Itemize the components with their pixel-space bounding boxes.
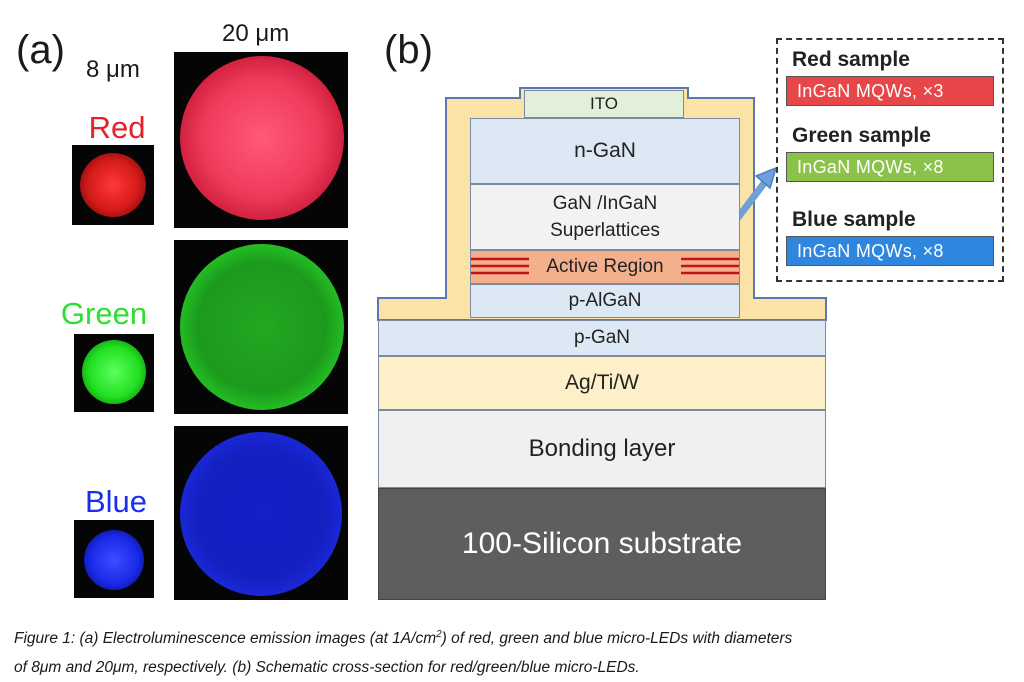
figure-caption: Figure 1: (a) Electroluminescence emissi… (14, 620, 1014, 682)
layer-substrate: 100-Silicon substrate (378, 488, 826, 600)
label-blue: Blue (84, 484, 148, 519)
size-label-8um: 8 μm (86, 56, 140, 83)
caption-superscript: 2 (436, 629, 442, 640)
size-label-20um: 20 μm (222, 20, 290, 47)
legend-green-title: Green sample (792, 124, 931, 147)
superlattice-line-1: GaN /InGaN (552, 193, 658, 214)
caption-line-1: Figure 1: (a) Electroluminescence emissi… (14, 620, 1014, 653)
legend-box: Red sample InGaN MQWs, ×3 Green sample I… (776, 38, 1004, 282)
legend-green-chip: InGaN MQWs, ×8 (786, 152, 994, 182)
arrow-head (754, 166, 778, 190)
micro-led-green-8um (74, 334, 154, 412)
superlattice-line-2: Superlattices (550, 220, 660, 241)
micro-led-green-20um (174, 240, 348, 414)
layer-p-gan: p-GaN (378, 320, 826, 356)
micro-led-blue-8um (74, 520, 154, 598)
legend-blue-title: Blue sample (792, 208, 916, 231)
caption-part-1: Figure 1: (a) Electroluminescence emissi… (14, 630, 437, 648)
panel-a-label: (a) (16, 28, 65, 72)
panel-b-label: (b) (384, 28, 433, 72)
label-red: Red (88, 110, 146, 145)
micro-led-red-20um (174, 52, 348, 228)
label-green: Green (60, 296, 148, 331)
caption-part-2: ) of red, green and blue micro-LEDs with… (441, 630, 793, 648)
micro-led-blue-20um (174, 426, 348, 600)
layer-bonding: Bonding layer (378, 410, 826, 488)
active-region-label: Active Region (546, 256, 664, 277)
layer-superlattices: GaN /InGaN Superlattices (470, 184, 740, 250)
layer-n-gan: n-GaN (470, 118, 740, 184)
legend-red-chip: InGaN MQWs, ×3 (786, 76, 994, 106)
layer-metal: Ag/Ti/W (378, 356, 826, 410)
caption-line-2: of 8μm and 20μm, respectively. (b) Schem… (14, 659, 640, 677)
micro-led-red-8um (72, 145, 154, 225)
layer-p-algan: p-AlGaN (470, 284, 740, 318)
legend-red-title: Red sample (792, 48, 910, 71)
quantum-well-lines (471, 257, 739, 275)
layer-active-region: Active Region (470, 250, 740, 284)
legend-blue-chip: InGaN MQWs, ×8 (786, 236, 994, 266)
layer-ito: ITO (524, 90, 684, 118)
